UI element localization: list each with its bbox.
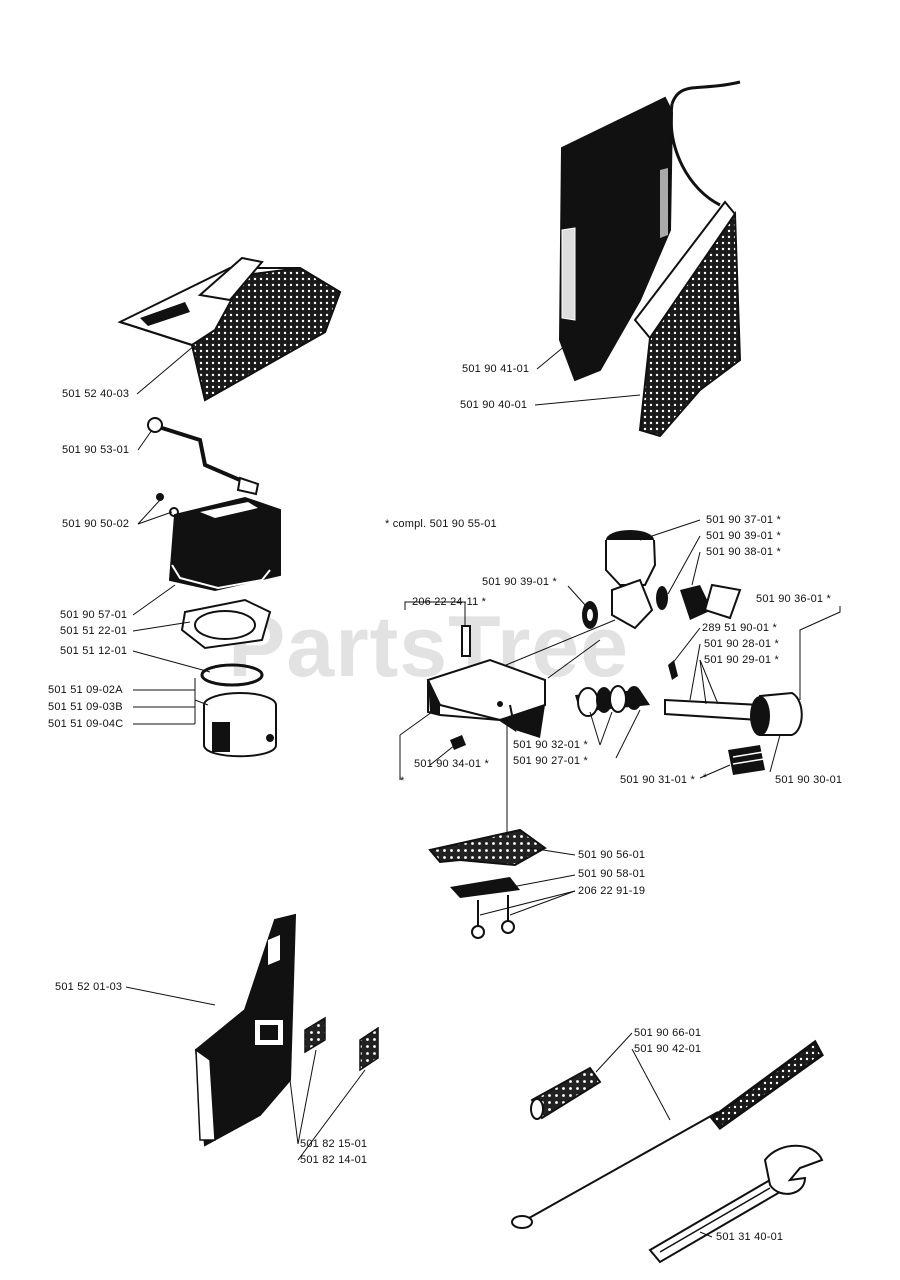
piston-part (203, 692, 277, 758)
leader-lines (125, 344, 841, 1238)
label-spring: 501 90 31-01 * (620, 774, 695, 786)
note-compl: * compl. 501 90 55-01 (385, 518, 497, 530)
label-washer-left: 501 90 39-01 * (482, 576, 557, 588)
label-bolt: 501 90 38-01 * (706, 546, 781, 558)
fuel-line-part (147, 417, 260, 517)
asterisk-mark: * (400, 775, 405, 787)
valve-part (575, 685, 650, 717)
cylinder-part (168, 496, 281, 592)
label-screws: 206 22 91-19 (578, 885, 646, 897)
plate-part (428, 828, 547, 939)
label-valve-b: 501 90 27-01 * (513, 755, 588, 767)
label-fitting: 501 90 37-01 * (706, 514, 781, 526)
wrench-part (648, 1144, 824, 1264)
sleeve-part (530, 1066, 602, 1120)
small-filter-a-part (304, 1016, 326, 1054)
label-screw-top: 206 22 24-11 * (412, 596, 487, 608)
side-cover-part (194, 913, 297, 1147)
pump-block-part (426, 625, 546, 750)
label-sleeve: 501 90 66-01 (634, 1027, 702, 1039)
label-air-filter: 501 90 40-01 (460, 399, 528, 411)
brush-part (511, 1039, 824, 1229)
label-side-cover: 501 52 01-03 (55, 981, 123, 993)
label-ring: 501 51 12-01 (60, 645, 128, 657)
fitting-part (582, 530, 742, 630)
label-valve-a: 501 90 32-01 * (513, 739, 588, 751)
shaft-cap-part (664, 660, 803, 775)
gasket-part (180, 598, 272, 650)
label-plug: 501 90 34-01 * (414, 758, 489, 770)
label-plate: 501 90 56-01 (578, 849, 646, 861)
label-fuel-line: 501 90 53-01 (62, 444, 130, 456)
label-piston-c: 501 51 09-04C (48, 718, 124, 730)
label-nut: 501 90 50-02 (62, 518, 130, 530)
label-air-filter-cover: 501 90 41-01 (462, 363, 530, 375)
air-filter-part (558, 80, 742, 438)
label-gasket: 501 51 22-01 (60, 625, 128, 637)
top-cover-part (117, 256, 342, 402)
asterisk-mark: * (703, 772, 708, 784)
small-filter-b-part (359, 1026, 379, 1072)
label-filter-b: 501 82 14-01 (300, 1154, 368, 1166)
label-seal-a: 501 90 28-01 * (704, 638, 779, 650)
label-piston-a: 501 51 09-02A (48, 684, 123, 696)
label-seal-b: 501 90 29-01 * (704, 654, 779, 666)
label-wrench: 501 31 40-01 (716, 1231, 784, 1243)
label-filter-a: 501 82 15-01 (300, 1138, 368, 1150)
label-cap: 501 90 30-01 (775, 774, 843, 786)
label-piston-b: 501 51 09-03B (48, 701, 123, 713)
label-oring: 289 51 90-01 * (702, 622, 777, 634)
label-washer-right: 501 90 39-01 * (706, 530, 781, 542)
label-brush: 501 90 42-01 (634, 1043, 702, 1055)
label-cylinder: 501 90 57-01 (60, 609, 128, 621)
label-assembly: 501 90 36-01 * (756, 593, 831, 605)
piston-ring-part (200, 663, 264, 687)
label-bracket: 501 90 58-01 (578, 868, 646, 880)
label-cover: 501 52 40-03 (62, 388, 130, 400)
